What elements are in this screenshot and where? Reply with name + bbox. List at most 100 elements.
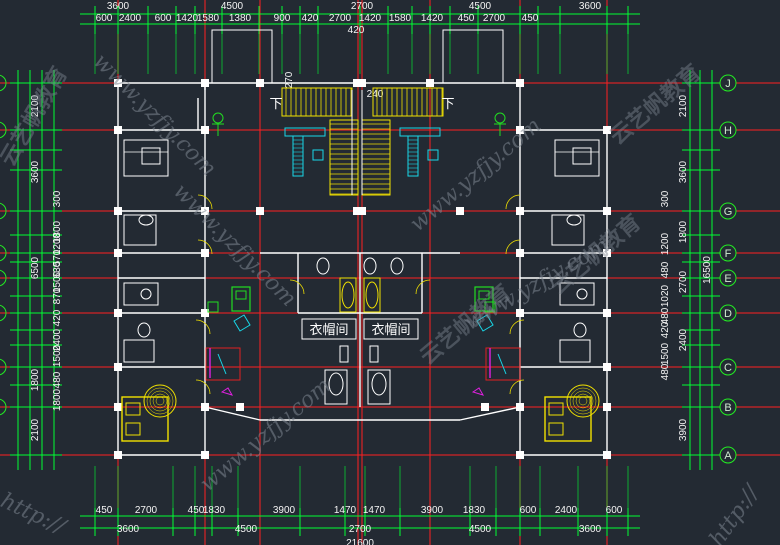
dim-text: 2700 [483, 13, 506, 24]
dim-text: 600 [155, 13, 172, 24]
sink [138, 214, 154, 226]
dim-text: 2700 [351, 1, 374, 12]
desk [474, 286, 494, 312]
rug-ring [572, 390, 594, 412]
dim-text: 270 [284, 71, 295, 88]
dim-text: 3600 [678, 160, 689, 183]
dim-text: 21600 [346, 538, 374, 545]
column [603, 363, 611, 371]
dim-text: 2700 [349, 524, 372, 535]
rug [485, 347, 521, 381]
door-swing [289, 279, 305, 295]
dim-text: 2400 [52, 328, 63, 351]
axis-bubble [0, 269, 7, 287]
axis-label: E [724, 273, 731, 285]
column [358, 207, 366, 215]
axis-bubble [0, 244, 7, 262]
dim-text: 480 [660, 261, 671, 278]
axis-bubble [0, 74, 7, 92]
column [201, 451, 209, 459]
wall [459, 406, 521, 421]
bathtub [123, 214, 157, 246]
lamp [497, 353, 507, 375]
dim-text: 1470 [363, 505, 386, 516]
column [236, 403, 244, 411]
dim-text: 480 [52, 371, 63, 388]
dim-text: 1420 [421, 13, 444, 24]
axis-label: A [724, 450, 732, 462]
rug-ring [575, 393, 591, 409]
dim-text: 1830 [463, 505, 486, 516]
column [256, 79, 264, 87]
lamp [217, 353, 227, 375]
dim-text: 480 [660, 363, 671, 380]
door-swing [505, 239, 521, 255]
dim-text: 300 [660, 190, 671, 207]
round-rug [566, 384, 600, 418]
column [603, 249, 611, 257]
dim-text: 2400 [678, 328, 689, 351]
column [516, 79, 524, 87]
plant [212, 112, 224, 124]
bath-fixture [324, 369, 348, 405]
exercise-bar [399, 127, 441, 137]
column [603, 207, 611, 215]
bed [554, 139, 600, 177]
door-swing [415, 279, 431, 295]
dim-text: 480 [660, 307, 671, 324]
dim-text: 600 [606, 505, 623, 516]
column [516, 403, 524, 411]
small-chair [220, 387, 234, 396]
dim-text: 1380 [229, 13, 252, 24]
column [201, 309, 209, 317]
door-swing [509, 319, 525, 335]
column [353, 79, 361, 87]
column [516, 309, 524, 317]
dim-text: 3900 [678, 418, 689, 441]
vanity-counter [559, 282, 595, 306]
column [114, 249, 122, 257]
watermark-text: www.yzfjy.com [405, 113, 546, 237]
watermark-text: 云艺帆教育 [0, 62, 73, 170]
column [201, 403, 209, 411]
watermark-text: www.yzfjy.com [88, 49, 221, 182]
chair [233, 314, 251, 332]
axis-bubble [0, 304, 7, 322]
shower-basin [341, 281, 355, 309]
toilet [390, 257, 404, 275]
round-rug [143, 384, 177, 418]
dim-text: 420 [348, 25, 365, 36]
dim-text: 4500 [221, 1, 244, 12]
side-table [484, 301, 496, 313]
column [353, 207, 361, 215]
dim-text: 1200 [660, 232, 671, 255]
dim-text: 6500 [30, 256, 41, 279]
axis-label: J [725, 78, 731, 90]
column [516, 207, 524, 215]
column [114, 126, 122, 134]
door-swing [195, 379, 211, 395]
column [603, 451, 611, 459]
column [201, 126, 209, 134]
column [114, 363, 122, 371]
toilet [363, 257, 377, 275]
dim-text: 600 [520, 505, 537, 516]
room-label-wardrobe: 衣帽间 [309, 322, 348, 338]
dim-text: 450 [188, 505, 205, 516]
dim-text: 4500 [469, 524, 492, 535]
column [114, 403, 122, 411]
column [114, 79, 122, 87]
stair-down-label: 下 [269, 97, 282, 112]
column [603, 309, 611, 317]
wardrobe-label-box [301, 318, 357, 340]
dim-text: 870 [52, 287, 63, 304]
washer [369, 345, 379, 363]
dim-text: 420 [302, 13, 319, 24]
dim-text: 1800 [52, 388, 63, 411]
bed [123, 139, 169, 177]
column [456, 207, 464, 215]
shower-tray [363, 277, 381, 313]
pillow [125, 422, 141, 436]
basin [371, 372, 387, 396]
